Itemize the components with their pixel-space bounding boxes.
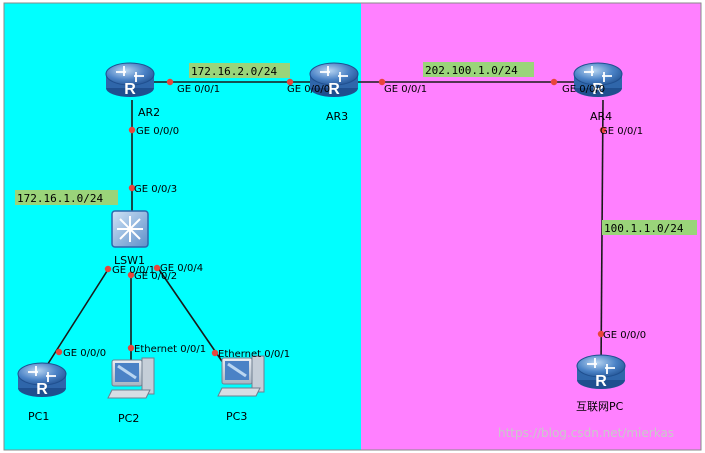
port-label: GE 0/0/1 [177, 84, 220, 95]
port-labels: GE 0/0/1 GE 0/0/0 GE 0/0/1 GE 0/0/0 GE 0… [63, 84, 646, 360]
device-label: 互联网PC [576, 400, 624, 413]
port-label: GE 0/0/4 [160, 263, 203, 274]
port-label: GE 0/0/0 [287, 84, 330, 95]
port-dot [597, 330, 605, 338]
port-label: GE 0/0/1 [600, 126, 643, 137]
pc-icon [106, 356, 156, 400]
router-ar4[interactable]: AR4 [573, 62, 623, 123]
device-label: PC2 [118, 412, 139, 425]
port-label: GE 0/0/0 [603, 330, 646, 341]
device-pc3[interactable]: PC3 [216, 354, 266, 423]
router-icon [17, 362, 67, 399]
port-label: Ethernet 0/0/1 [134, 344, 206, 355]
port-label: GE 0/0/1 [112, 265, 155, 276]
port-label: GE 0/0/0 [562, 84, 605, 95]
subnet-text: 100.1.1.0/24 [604, 222, 684, 235]
device-label: PC3 [226, 410, 247, 423]
port-dot [128, 184, 136, 192]
port-dot [599, 126, 607, 134]
router-ar2[interactable]: AR2 [105, 62, 160, 119]
port-label: GE 0/0/0 [63, 348, 106, 359]
subnet-text: 172.16.1.0/24 [17, 192, 103, 205]
subnet-label-ar2-ar3: 172.16.2.0/24 [189, 63, 290, 78]
outer-border [3, 2, 702, 451]
subnet-text: 202.100.1.0/24 [425, 64, 518, 77]
port-dot [286, 78, 294, 86]
device-label: AR3 [326, 110, 348, 123]
subnet-label-ar4-internet: 100.1.1.0/24 [602, 220, 697, 235]
subnet-label-lan: 172.16.1.0/24 [15, 190, 118, 205]
device-pc1[interactable]: PC1 [17, 362, 67, 423]
watermark: https://blog.csdn.net/mierkas [498, 426, 674, 440]
router-icon [576, 354, 626, 391]
port-dot [127, 271, 135, 279]
port-dot [211, 349, 219, 357]
port-dot [166, 78, 174, 86]
port-label: GE 0/0/0 [136, 126, 179, 137]
port-dots [55, 78, 607, 357]
port-dot [550, 78, 558, 86]
device-label: AR2 [138, 106, 160, 119]
subnet-label-ar3-ar4: 202.100.1.0/24 [423, 62, 534, 77]
port-label: GE 0/0/1 [384, 84, 427, 95]
port-label: GE 0/0/3 [134, 184, 177, 195]
device-label: LSW1 [114, 254, 145, 267]
port-dot [55, 348, 63, 356]
port-dot [128, 126, 136, 134]
port-dot [127, 344, 135, 352]
device-internet-pc[interactable]: 互联网PC [576, 354, 626, 413]
device-label: AR4 [590, 110, 612, 123]
link-lsw1-pc1 [43, 267, 110, 371]
router-ar3[interactable]: AR3 [309, 62, 359, 123]
subnet-text: 172.16.2.0/24 [191, 65, 277, 78]
device-label: PC1 [28, 410, 49, 423]
port-label: GE 0/0/2 [134, 271, 177, 282]
switch-lsw1[interactable]: LSW1 [111, 210, 149, 267]
port-dot [153, 264, 161, 272]
switch-icon [111, 210, 149, 248]
device-pc2[interactable]: PC2 [106, 356, 156, 425]
port-label: Ethernet 0/0/1 [218, 349, 290, 360]
port-dot [104, 265, 112, 273]
port-dot [378, 78, 386, 86]
router-icon [105, 62, 155, 99]
pc-icon [216, 354, 266, 398]
